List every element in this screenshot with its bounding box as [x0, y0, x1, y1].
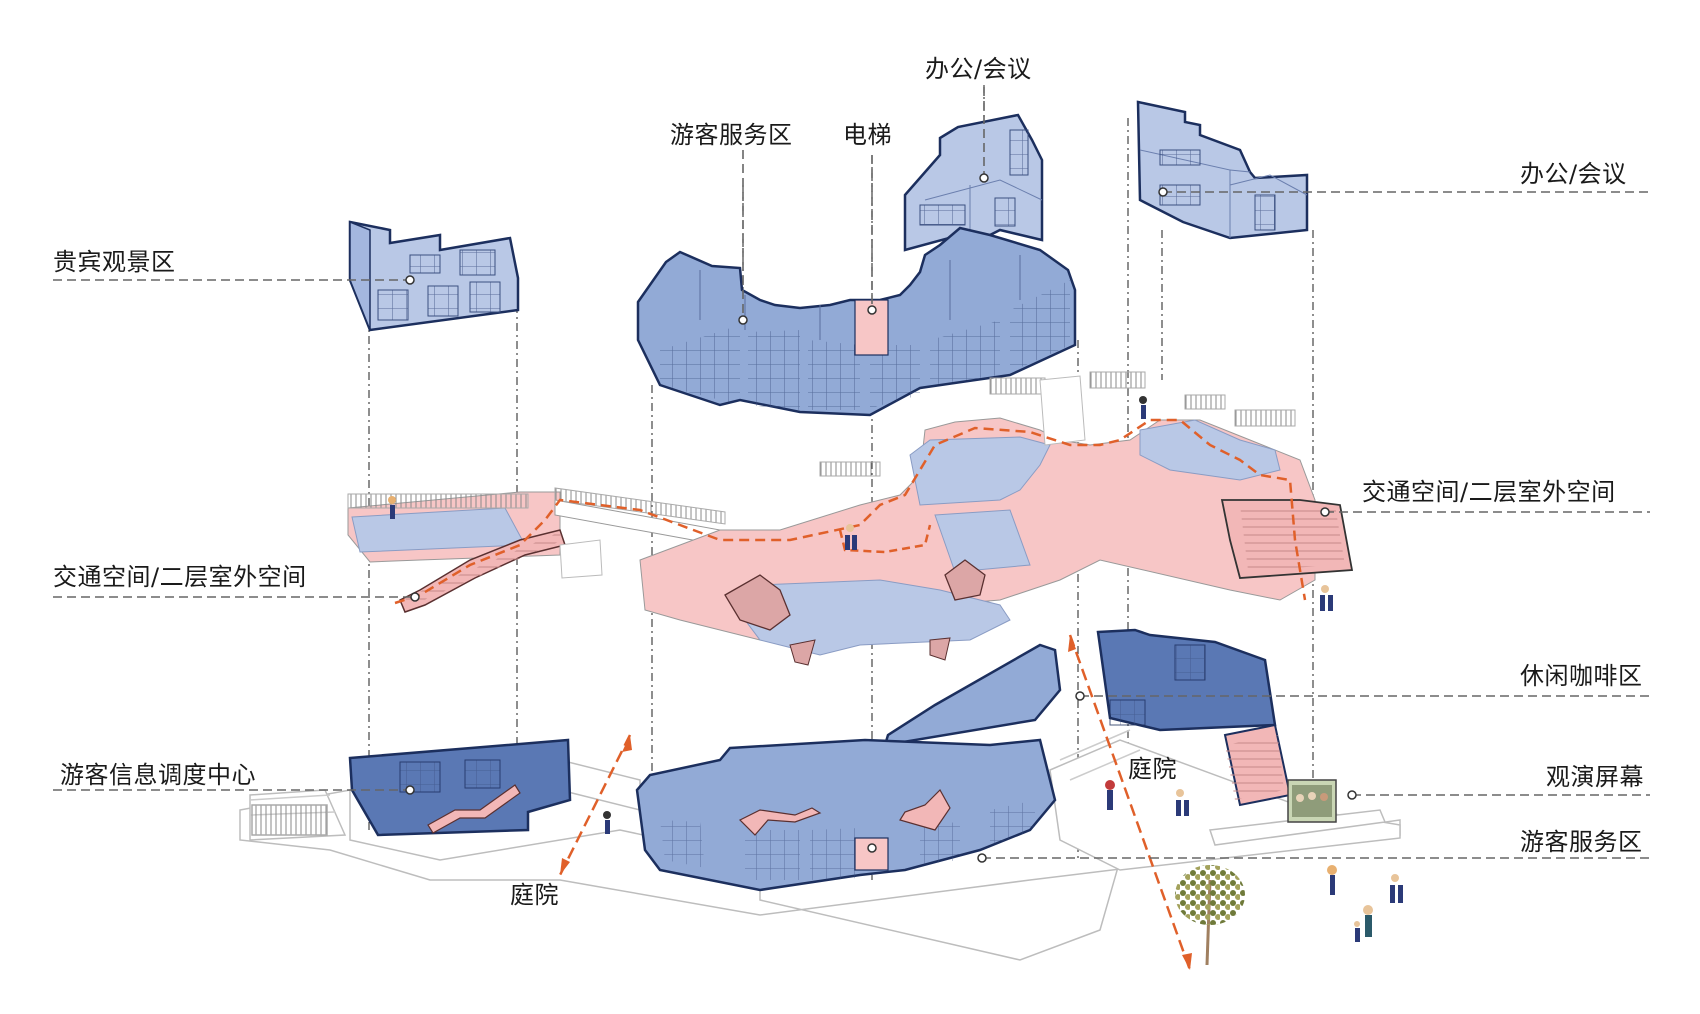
label-elevator: 电梯: [843, 121, 892, 149]
label-visitor-service-lower: 游客服务区: [1520, 828, 1643, 856]
second-floor-circulation: [347, 371, 1354, 666]
label-office-right: 办公/会议: [1520, 160, 1627, 188]
arrowheads: [560, 635, 1192, 970]
label-visitor-service-upper: 游客服务区: [670, 121, 793, 149]
label-courtyard-left: 庭院: [510, 881, 559, 909]
block-office-right: [1136, 100, 1309, 240]
ground-plinth: [239, 729, 1401, 961]
block-viewing-stands: [1223, 723, 1337, 823]
tree: [1175, 865, 1245, 966]
label-viewing-screen: 观演屏幕: [1546, 763, 1644, 791]
leader-lines: [53, 87, 1650, 859]
circulation-route: [394, 418, 1307, 605]
block-visitor-info-center: [348, 738, 572, 837]
label-office-center: 办公/会议: [925, 55, 1032, 83]
block-office-center: [903, 113, 1044, 252]
people: [388, 396, 1403, 942]
courtyard-arrows: [558, 634, 1192, 971]
block-visitor-service-upper: [636, 226, 1077, 417]
label-circulation-right: 交通空间/二层室外空间: [1362, 478, 1616, 506]
block-visitor-service-lower: [635, 643, 1062, 892]
label-vip-viewing: 贵宾观景区: [53, 248, 176, 276]
leader-dots: [405, 173, 1357, 863]
block-vip-viewing: [348, 220, 520, 332]
label-courtyard-center: 庭院: [1128, 755, 1177, 783]
block-leisure-cafe: [1096, 628, 1277, 732]
label-visitor-info-center: 游客信息调度中心: [60, 761, 256, 789]
label-leisure-cafe: 休闲咖啡区: [1520, 662, 1643, 690]
label-circulation-left: 交通空间/二层室外空间: [53, 563, 307, 591]
